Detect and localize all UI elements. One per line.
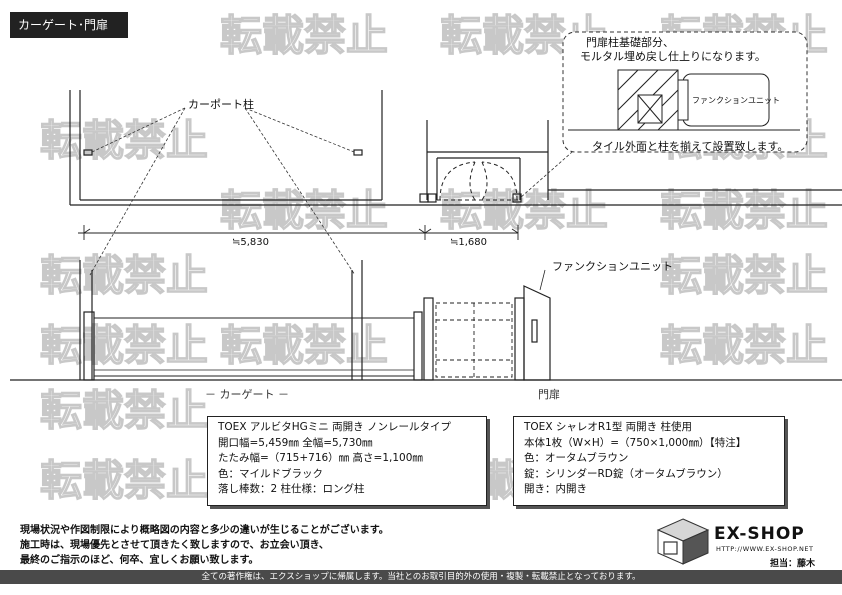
spec-left-line2: 開口幅=5,459㎜ 全幅=5,730㎜ xyxy=(218,436,373,449)
staff-name: 担当：藤木 xyxy=(770,559,816,569)
spec-box-car-gate: TOEX アルビタHGミニ 両開き ノンレールタイプ 開口幅=5,459㎜ 全幅… xyxy=(207,416,487,506)
elevation-view xyxy=(10,260,842,381)
gate-label: 門扉 xyxy=(538,388,560,401)
spec-left-line5: 落し棒数：2 柱仕様：ロング柱 xyxy=(218,483,365,495)
watermark-text: 転載禁止 xyxy=(660,186,828,235)
callout-text-line2: モルタル埋め戻し仕上りになります。 xyxy=(580,50,766,63)
spec-right-line4: 錠：シリンダーRD錠（オータムブラウン） xyxy=(524,467,728,480)
page-title: カーゲート･門扉 xyxy=(10,12,128,38)
leader-lines xyxy=(89,79,621,276)
tile-note: タイル外面と柱を揃えて設置致します。 xyxy=(592,140,789,153)
watermark-text: 転載禁止 xyxy=(660,251,828,300)
gate-swing xyxy=(437,161,520,201)
function-unit-label: ファンクションユニット xyxy=(552,260,673,273)
foundation-detail xyxy=(568,69,800,131)
watermark-text: 転載禁止 xyxy=(40,251,208,300)
watermark-text: 転載禁止 xyxy=(220,11,388,60)
watermark-text: 転載禁止 xyxy=(40,116,208,165)
car-gate-label: － カーゲート － xyxy=(205,388,289,401)
callout-text-line1: 門扉柱基礎部分、 xyxy=(586,36,674,49)
dimension-line xyxy=(78,225,519,240)
gate-panels xyxy=(435,302,513,378)
watermark-text: 転載禁止 xyxy=(440,186,608,235)
spec-right-line2: 本体1枚（W×H）=（750×1,000㎜）【特注】 xyxy=(524,436,747,449)
watermark-text: 転載禁止 xyxy=(40,386,208,435)
spec-left-line4: 色：マイルドブラック xyxy=(218,467,323,480)
spec-right-line3: 色：オータムブラウン xyxy=(524,452,629,464)
function-unit-inner-label: ファンクションユニット xyxy=(692,96,780,105)
ex-shop-logo-icon xyxy=(656,518,710,565)
spec-left-line1: TOEX アルビタHGミニ 両開き ノンレールタイプ xyxy=(218,421,451,433)
unit-leader xyxy=(539,269,546,291)
note-line3: 最終のご指示のほど、何卒、宜しくお願い致します。 xyxy=(20,555,259,566)
watermark-text: 転載禁止 xyxy=(660,321,828,370)
copyright-footer: 全ての著作権は、エクスショップに帰属します。当社とのお取引目的外の使用・複製・転… xyxy=(0,570,842,584)
logo-name: EX-SHOP xyxy=(714,524,805,544)
watermark-text: 転載禁止 xyxy=(40,321,208,370)
spec-right-line1: TOEX シャレオR1型 両開き 柱使用 xyxy=(524,421,692,433)
watermark-text: 転載禁止 xyxy=(40,456,208,505)
logo-url: HTTP://WWW.EX-SHOP.NET xyxy=(716,545,814,553)
dimension-right: ≒1,680 xyxy=(450,237,487,248)
dimension-left: ≒5,830 xyxy=(232,237,269,248)
spec-right-line5: 開き：内開き xyxy=(524,483,587,495)
disclaimer-notes: 現場状況や作図制限により概略図の内容と多少の違いが生じることがございます。 施工… xyxy=(20,523,389,568)
watermark-text: 転載禁止 xyxy=(220,186,388,235)
plan-view xyxy=(69,90,842,206)
note-line2: 施工時は、現場優先とさせて頂きたく致しますので、お立会い頂き、 xyxy=(20,540,329,551)
spec-left-line3: たたみ幅=（715+716）㎜ 高さ=1,100㎜ xyxy=(218,452,423,464)
watermark-text: 転載禁止 xyxy=(220,321,388,370)
note-line1: 現場状況や作図制限により概略図の内容と多少の違いが生じることがございます。 xyxy=(20,525,389,536)
spec-box-gate: TOEX シャレオR1型 両開き 柱使用 本体1枚（W×H）=（750×1,00… xyxy=(513,416,785,506)
carport-post-label: カーポート柱 xyxy=(188,98,254,111)
